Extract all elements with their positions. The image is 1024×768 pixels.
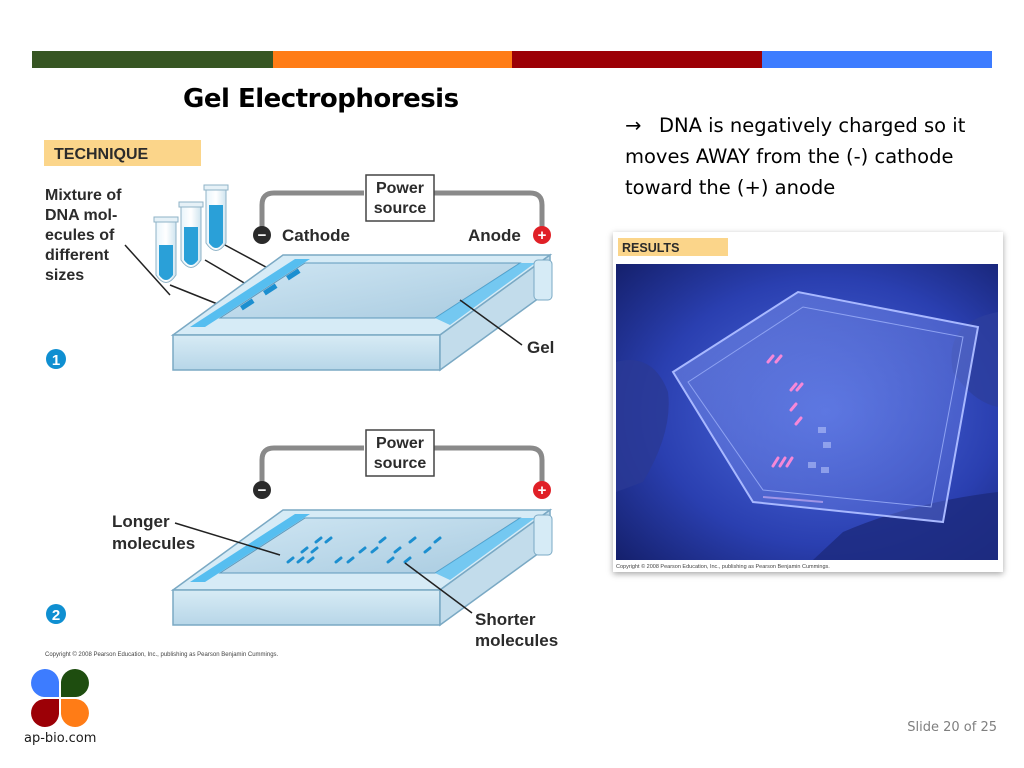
- anode-plus-icon-2: [533, 481, 551, 499]
- gel-box-1: [170, 253, 553, 372]
- power-source-label-1a: Power: [376, 180, 424, 197]
- mixture-label-line-5: sizes: [45, 267, 84, 284]
- test-tube-icon-1: [153, 216, 179, 283]
- results-copyright: Copyright © 2008 Pearson Education, Inc.…: [616, 563, 830, 570]
- power-source-label-2b: source: [374, 455, 427, 472]
- gel-label: Gel: [527, 338, 554, 357]
- mixture-label-line-1: Mixture of: [45, 187, 122, 204]
- technique-label: TECHNIQUE: [54, 146, 149, 163]
- anode-label: Anode: [468, 226, 521, 245]
- mixture-label-line-3: ecules of: [45, 227, 115, 244]
- step-2-badge: [46, 604, 66, 624]
- longer-label-1: Longer: [112, 512, 170, 531]
- gel-box-2: [170, 508, 553, 627]
- shorter-label-1: Shorter: [475, 610, 536, 629]
- results-label-bg: [618, 238, 728, 256]
- color-bar-segment-green: [32, 51, 273, 68]
- power-source-label-1b: source: [374, 200, 427, 217]
- shorter-label-2: molecules: [475, 631, 558, 650]
- logo-petal-green: [61, 669, 89, 697]
- bullet-text: DNA is negatively charged so it moves AW…: [625, 114, 966, 199]
- arrow-icon: →: [625, 114, 642, 137]
- cathode-label: Cathode: [282, 226, 350, 245]
- test-tube-icon-3: [203, 184, 229, 251]
- ap-bio-logo: [30, 668, 90, 728]
- cathode-minus-icon-2: [253, 481, 271, 499]
- color-bar-segment-orange: [273, 51, 512, 68]
- technique-figure: TECHNIQUE Mixture of DNA mol- ecules of …: [40, 135, 580, 660]
- anode-plus-icon: [533, 226, 551, 244]
- slide-number: Slide 20 of 25: [907, 720, 997, 735]
- mixture-label-line-2: DNA mol-: [45, 207, 117, 224]
- cathode-minus-icon: [253, 226, 271, 244]
- test-tube-icon-2: [178, 201, 204, 268]
- step-1-badge: [46, 349, 66, 369]
- technique-label-bg: [44, 140, 201, 166]
- slide-title: Gel Electrophoresis: [183, 84, 459, 114]
- step-1-number: 1: [52, 352, 60, 369]
- minus-sign-2: −: [258, 482, 267, 499]
- plus-sign-2: +: [538, 482, 547, 499]
- color-bar-segment-blue: [762, 51, 992, 68]
- logo-petal-blue: [31, 669, 59, 697]
- logo-text: ap-bio.com: [24, 731, 97, 746]
- power-source-label-2a: Power: [376, 435, 424, 452]
- results-photo-frame: RESULTS Copyright © 2008: [613, 232, 1003, 572]
- figure-copyright: Copyright © 2008 Pearson Education, Inc.…: [45, 651, 279, 658]
- plus-sign-1: +: [538, 227, 547, 244]
- minus-sign-1: −: [258, 227, 267, 244]
- logo-petal-red: [31, 699, 59, 727]
- mixture-label-line-4: different: [45, 247, 110, 264]
- step-2-number: 2: [52, 607, 60, 624]
- bullet-text-block: →DNA is negatively charged so it moves A…: [625, 110, 1005, 203]
- logo-petal-orange: [61, 699, 89, 727]
- results-label: RESULTS: [622, 241, 679, 255]
- longer-label-2: molecules: [112, 534, 195, 553]
- gel-plate: [671, 290, 980, 524]
- power-source-box-2: [365, 429, 435, 477]
- power-source-box-1: [365, 174, 435, 222]
- color-bar-segment-red: [512, 51, 762, 68]
